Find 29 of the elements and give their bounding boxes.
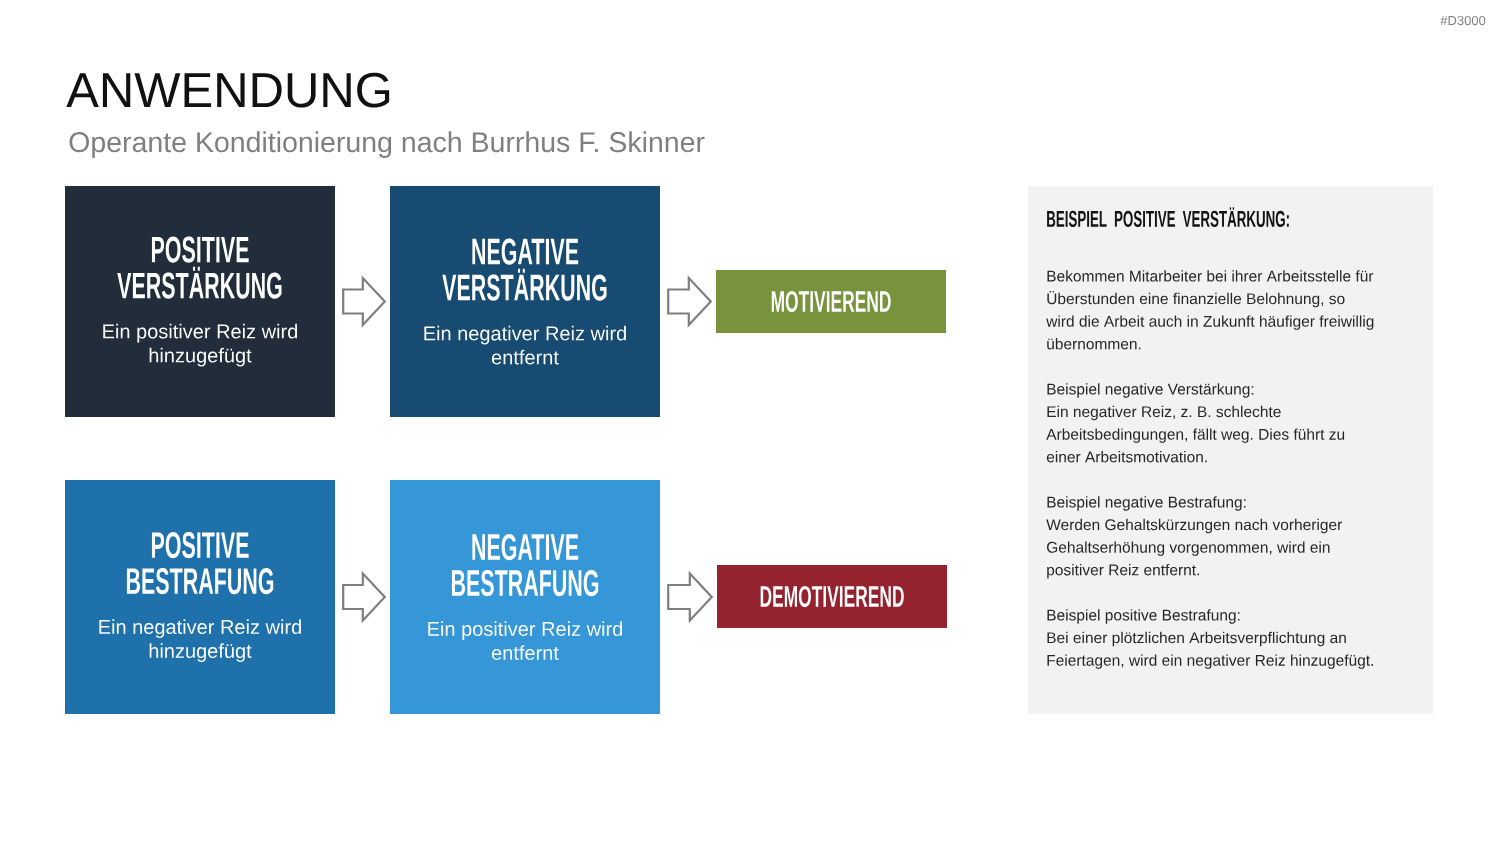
block-arrow	[667, 275, 713, 328]
box-description: Ein negativer Reiz wird hinzugefügt	[99, 619, 301, 662]
box-description: Ein positiver Reiz wird entfernt	[428, 621, 623, 660]
category-box	[65, 186, 335, 417]
example-text: Bekommen Mitarbeiter bei ihrer Arbeitsstelle für Überstunden eine finanzielle Belohnung, so wird die Arbeit auch in Zukunft häufiger freiwillig übernommen.	[1046, 270, 1374, 350]
block-arrow	[342, 275, 387, 328]
slide-subtitle: Operante Konditionierung nach Burrhus F. Skinner	[69, 131, 705, 158]
box-heading: NEGATIVE BESTRAFUNG	[451, 534, 599, 597]
box-heading: POSITIVE VERSTÄRKUNG	[117, 236, 282, 299]
slide-title: ANWENDUNG	[66, 72, 390, 108]
box-description: Ein positiver Reiz wird hinzugefügt	[103, 323, 298, 367]
example-text: Werden Gehaltskürzungen nach vorheriger Gehaltserhöhung vorgenommen, wird ein positiver Reiz entfernt.	[1046, 518, 1342, 579]
example-title: Beispiel negative Bestrafung:	[1047, 496, 1246, 511]
box-heading: NEGATIVE VERSTÄRKUNG	[442, 238, 607, 301]
example-title: Beispiel positive Bestrafung:	[1047, 609, 1240, 624]
outcome-box: MOTIVIEREND	[716, 270, 946, 333]
panel-heading: BEISPIEL POSITIVE VERSTÄRKUNG:	[1047, 207, 1289, 228]
example-text: Ein negativer Reiz, z. B. schlechte Arbeitsbedingungen, fällt weg. Dies führt zu einer Arbeitsmotivation.	[1046, 405, 1345, 463]
box-heading: POSITIVE BESTRAFUNG	[126, 532, 274, 595]
block-arrow	[667, 570, 714, 624]
example-title: Beispiel negative Verstärkung:	[1047, 383, 1254, 398]
example-text: Bei einer plötzlichen Arbeitsverpflichtung an Feiertagen, wird ein negativer Reiz hinzugefügt.	[1047, 631, 1373, 669]
box-description: Ein negativer Reiz wird entfernt	[424, 325, 626, 365]
category-box	[390, 480, 660, 714]
category-box	[65, 480, 335, 714]
outcome-box: DEMOTIVIEREND	[717, 565, 947, 628]
category-box	[390, 186, 660, 417]
block-arrow	[342, 570, 387, 624]
reference-code: #D3000	[1440, 15, 1486, 26]
